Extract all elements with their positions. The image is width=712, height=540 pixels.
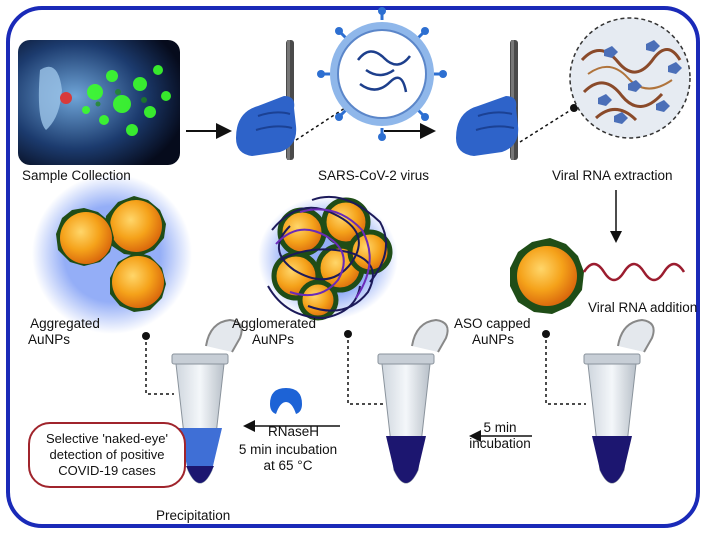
- dotted-connectors: [145, 334, 586, 405]
- label-viral-rna-extraction: Viral RNA extraction: [552, 168, 673, 183]
- incubation-word: incubation: [469, 436, 531, 451]
- sample-collection-image: [18, 40, 180, 165]
- aso-capped-aunp: [510, 238, 584, 314]
- aggregated-line1: Aggregated: [30, 316, 100, 331]
- outer-frame: [6, 6, 700, 528]
- result-line3: COVID-19 cases: [58, 463, 156, 478]
- tube-right: [583, 318, 655, 484]
- label-heat-incubation: 5 min incubation at 65 °C: [228, 442, 348, 474]
- label-sars-cov2-virus: SARS-CoV-2 virus: [318, 168, 430, 183]
- label-sample-collection: Sample Collection: [22, 168, 131, 183]
- label-rnaseh: RNaseH: [268, 424, 320, 439]
- result-line1: Selective 'naked-eye': [45, 431, 169, 446]
- gloved-hand-tube-1: [236, 40, 352, 160]
- aso-line2: AuNPs: [472, 332, 515, 347]
- label-5min-incubation: 5 min incubation: [462, 420, 538, 452]
- agglomerated-line2: AuNPs: [252, 332, 295, 347]
- gloved-hand-tube-2: [456, 40, 578, 160]
- connector-dots: [142, 330, 550, 340]
- tube-precipitation: [171, 318, 243, 484]
- result-line2: detection of positive: [49, 447, 165, 462]
- heat-line1: 5 min incubation: [238, 442, 338, 457]
- aso-line1: ASO capped: [454, 316, 531, 331]
- label-precipitation: Precipitation: [156, 508, 231, 523]
- viral-rna-strand: [582, 262, 686, 282]
- aggregated-line2: AuNPs: [28, 332, 71, 347]
- incubation-time: 5 min: [483, 420, 517, 435]
- label-viral-rna-addition: Viral RNA addition: [588, 300, 698, 315]
- tube-middle: [377, 318, 449, 484]
- heat-line2: at 65 °C: [263, 458, 313, 473]
- label-aso-capped-aunps: ASO capped AuNPs: [454, 316, 531, 348]
- rnaseh-enzyme-icon: [270, 388, 302, 414]
- viral-rna-icon: [569, 17, 691, 139]
- label-aggregated-aunps: Aggregated AuNPs: [24, 316, 106, 348]
- agglomerated-line1: Agglomerated: [232, 316, 317, 331]
- agglomerated-aunps-cluster: [258, 195, 398, 321]
- result-callout: Selective 'naked-eye' detection of posit…: [28, 422, 186, 488]
- label-agglomerated-aunps: Agglomerated AuNPs: [232, 316, 316, 348]
- aggregated-aunps-cluster: [32, 174, 192, 334]
- sars-cov2-virus-icon: [317, 7, 447, 141]
